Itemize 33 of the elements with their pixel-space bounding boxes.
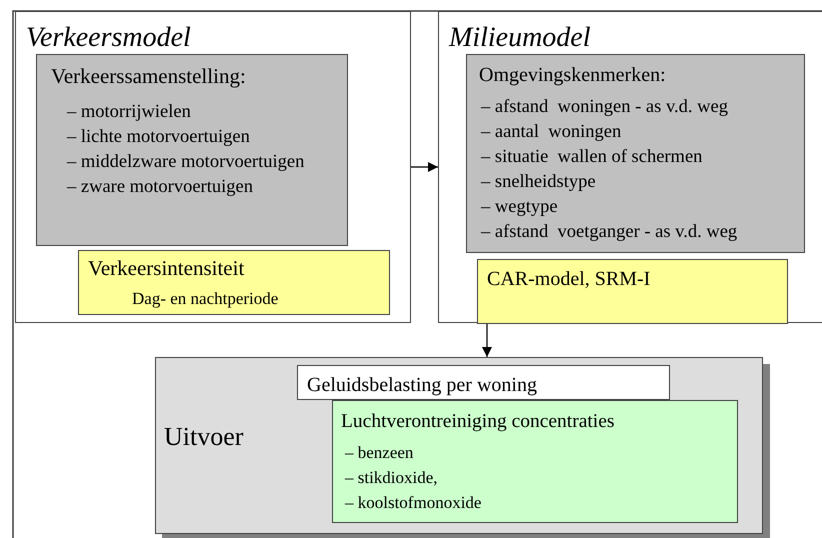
box-heading: Luchtverontreiniging concentraties [341,412,614,432]
box-heading: Verkeerssamenstelling: [51,66,246,87]
list-item: – middelzware motorvoertuigen [67,153,304,172]
list-item: – stikdioxide, [345,469,438,486]
input-box [466,54,805,253]
list-item: – motorrijwielen [67,103,191,122]
input-box [78,250,390,315]
model-panel [15,11,411,323]
list-item: – zware motorvoertuigen [67,178,253,196]
list-item: – situatie wallen of schermen [481,148,702,166]
list-item: – afstand woningen - as v.d. weg [481,98,728,116]
list-item: – snelheidstype [481,173,596,192]
list-item: – koolstofmonoxide [345,494,482,511]
input-box [36,54,348,246]
box-heading: Geluidsbelasting per woning [307,375,537,395]
box-heading: CAR-model, SRM-I [487,269,650,289]
list-item: – lichte motorvoertuigen [67,128,250,146]
list-item: – wegtype [481,198,558,216]
output-box [332,400,738,523]
panel-title: Verkeersmodel [26,24,191,52]
list-item: – benzeen [345,444,414,461]
box-heading: Verkeersintensiteit [88,258,244,279]
model-panel [438,11,822,323]
input-box [477,259,788,324]
arrow [482,324,492,357]
box-heading: Omgevingskenmerken: [479,65,666,85]
list-item: Dag- en nachtperiode [132,290,278,307]
list-item: – afstand voetganger - as v.d. weg [481,223,738,242]
list-item: – aantal woningen [481,123,622,142]
output-box [297,365,670,400]
panel-title: Milieumodel [449,24,591,52]
arrow [411,162,438,172]
box-heading: Uitvoer [164,424,244,450]
